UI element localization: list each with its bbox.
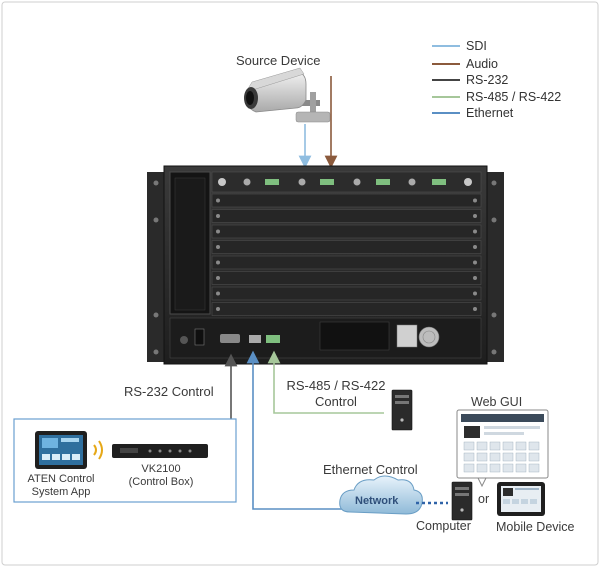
network-label: Network [355, 495, 399, 507]
vk2100-label: VK2100 (Control Box) [116, 463, 206, 489]
legend-item-sdi: SDI [432, 38, 487, 54]
card-slot [211, 302, 482, 316]
gui-tile [463, 463, 475, 473]
gui-tile [528, 452, 540, 462]
gui-tile [463, 452, 475, 462]
card-slots [211, 193, 482, 316]
legend-item-rs485: RS-485 / RS-422 [432, 89, 561, 105]
gui-tile [476, 452, 488, 462]
card-slot [211, 193, 482, 208]
card-slot [211, 224, 482, 239]
gui-tile [489, 441, 501, 451]
slot-screw [473, 276, 477, 280]
legend-item-audio: Audio [432, 56, 498, 72]
source-device-label: Source Device [236, 53, 321, 68]
chassis-bottom-panel [169, 317, 482, 359]
slot-screw [473, 260, 477, 265]
ethernet-line [246, 350, 345, 510]
legend-label-audio: Audio [466, 57, 498, 71]
legend-label-rs485: RS-485 / RS-422 [466, 90, 562, 104]
legend-item-rs232: RS-232 [432, 72, 508, 88]
card-slot [211, 240, 482, 254]
slot-screw [473, 198, 477, 203]
gui-tile [489, 463, 501, 473]
computer-label: Computer [416, 519, 471, 533]
card-slot [211, 209, 482, 223]
legend-swatch-rs232 [432, 79, 460, 81]
slot-screw [216, 198, 220, 203]
vk2100-line1: VK2100 [141, 463, 181, 475]
legend-swatch-ethernet [432, 112, 460, 114]
tablet-icon [35, 431, 87, 469]
ethernet-control-label: Ethernet Control [323, 462, 418, 477]
slot-screw [216, 307, 220, 311]
camera-icon [244, 67, 331, 123]
gui-tile [515, 452, 527, 462]
gui-tile [515, 463, 527, 473]
control-app-line2: System App [31, 486, 91, 498]
control-app-label: ATEN Control System App [18, 473, 104, 499]
slot-screw [216, 214, 220, 218]
rs485-control-label: RS-485 / RS-422 Control [283, 378, 389, 410]
slot-screw [473, 307, 477, 311]
legend-swatch-rs485 [432, 96, 460, 98]
slot-screw [473, 291, 477, 296]
gui-tile [528, 441, 540, 451]
card-slot [211, 271, 482, 285]
slot-screw [216, 291, 220, 296]
control-app-line1: ATEN Control [27, 473, 95, 485]
slot-screw [473, 245, 477, 249]
gui-tile [476, 463, 488, 473]
slot-screw [216, 245, 220, 249]
rs485-control-line1: RS-485 / RS-422 [286, 378, 386, 393]
slot-screw [216, 229, 220, 234]
gui-tile [502, 452, 514, 462]
web-gui-tiles [463, 441, 540, 473]
legend-label-rs232: RS-232 [466, 73, 509, 87]
legend-label-sdi: SDI [466, 39, 487, 53]
rs485-line [267, 350, 384, 414]
gui-tile [463, 441, 475, 451]
legend-item-ethernet: Ethernet [432, 105, 513, 121]
serial-device-icon [391, 389, 413, 431]
slot-screw [473, 214, 477, 218]
web-gui-label: Web GUI [471, 395, 523, 409]
gui-tile [528, 463, 540, 473]
gui-tile [502, 441, 514, 451]
legend-swatch-sdi [432, 45, 460, 47]
wireless-icon [93, 440, 103, 460]
slot-screw [216, 276, 220, 280]
slot-screw [216, 260, 220, 265]
legend-swatch-audio [432, 63, 460, 65]
computer-icon [451, 481, 473, 521]
rs232-control-label: RS-232 Control [124, 384, 214, 399]
card-slot [211, 255, 482, 270]
legend-label-ethernet: Ethernet [466, 106, 514, 120]
or-label: or [478, 492, 490, 506]
slot-screw [473, 229, 477, 234]
gui-tile [489, 452, 501, 462]
gui-tile [476, 441, 488, 451]
mobile-device-label: Mobile Device [496, 520, 575, 534]
card-slot [211, 286, 482, 301]
rs485-control-line2: Control [315, 394, 357, 409]
gui-tile [515, 441, 527, 451]
gui-tile [502, 463, 514, 473]
mobile-device-icon [497, 482, 545, 516]
control-box-icon [112, 444, 208, 458]
vk2100-line2: (Control Box) [128, 476, 194, 488]
